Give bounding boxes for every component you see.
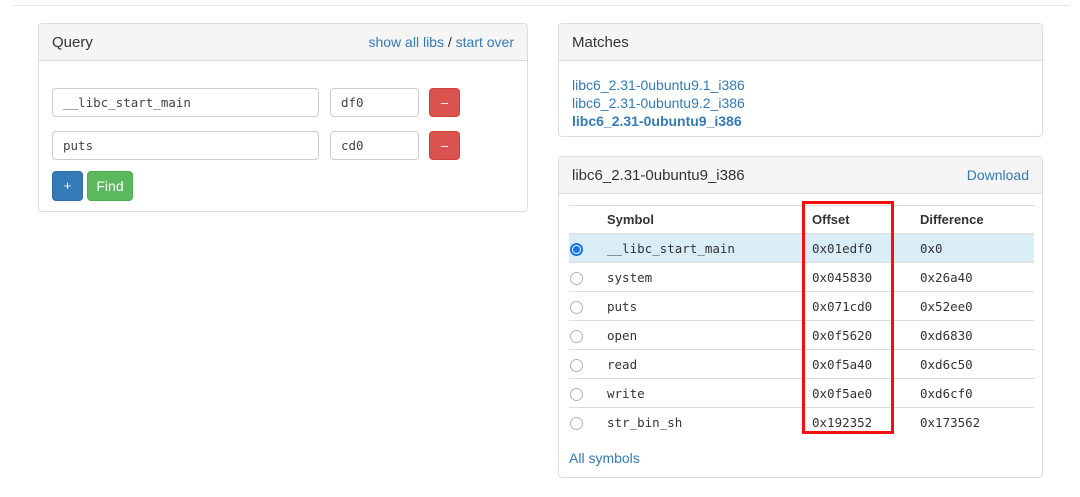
offset-cell: 0x0f5ae0 [804,378,912,408]
top-divider [13,5,1070,6]
symbol-name-input[interactable] [52,131,319,160]
show-all-libs-link[interactable]: show all libs [368,34,444,50]
all-symbols-link[interactable]: All symbols [569,449,640,466]
radio-column-header [569,205,599,234]
symbol-offset-input[interactable] [330,131,419,160]
difference-cell: 0xd6830 [912,320,1034,350]
radio-icon[interactable] [570,358,583,372]
library-detail-panel: libc6_2.31-0ubuntu9_i386 Download Symbol… [558,156,1043,478]
radio-icon[interactable] [570,329,583,343]
query-header-links: show all libs / start over [368,34,514,50]
table-row[interactable]: open 0x0f5620 0xd6830 [569,320,1034,350]
symbol-table-header-row: Symbol Offset Difference [569,205,1034,234]
table-row[interactable]: read 0x0f5a40 0xd6c50 [569,349,1034,379]
symbol-cell: __libc_start_main [599,233,804,263]
match-lib-link[interactable]: libc6_2.31-0ubuntu9.1_i386 [572,77,745,93]
offset-cell: 0x01edf0 [804,233,912,263]
start-over-link[interactable]: start over [455,34,514,50]
offset-cell: 0x0f5a40 [804,349,912,379]
radio-selected-icon[interactable] [570,242,583,256]
difference-cell: 0x0 [912,233,1034,263]
symbol-table-container: Symbol Offset Difference __libc_start_ma… [559,205,1042,468]
link-separator: / [447,34,452,50]
difference-cell: 0x52ee0 [912,291,1034,321]
add-row-button[interactable]: + [52,171,83,201]
matches-panel: Matches libc6_2.31-0ubuntu9.1_i386 libc6… [558,23,1043,137]
symbol-cell: puts [599,291,804,321]
symbol-name-input[interactable] [52,88,319,117]
table-row[interactable]: str_bin_sh 0x192352 0x173562 [569,407,1034,437]
library-detail-header: libc6_2.31-0ubuntu9_i386 Download [559,157,1042,194]
symbol-column-header: Symbol [599,205,804,234]
query-row: – [52,88,460,117]
symbol-cell: read [599,349,804,379]
matches-title: Matches [572,33,629,51]
offset-cell: 0x192352 [804,407,912,437]
symbol-cell: system [599,262,804,292]
table-row[interactable]: system 0x045830 0x26a40 [569,262,1034,292]
find-button[interactable]: Find [87,171,133,201]
remove-row-button[interactable]: – [429,131,460,160]
radio-icon[interactable] [570,387,583,401]
offset-cell: 0x0f5620 [804,320,912,350]
difference-cell: 0xd6c50 [912,349,1034,379]
symbol-cell: str_bin_sh [599,407,804,437]
difference-column-header: Difference [912,205,1034,234]
download-link[interactable]: Download [966,167,1029,183]
offset-column-header: Offset [804,205,912,234]
radio-icon[interactable] [570,300,583,314]
match-lib-link-selected[interactable]: libc6_2.31-0ubuntu9_i386 [572,113,742,129]
table-row[interactable]: puts 0x071cd0 0x52ee0 [569,291,1034,321]
difference-cell: 0x173562 [912,407,1034,437]
query-title: Query [52,33,93,51]
query-panel: Query show all libs / start over – – + F… [38,23,528,212]
query-row: – [52,131,460,160]
table-row[interactable]: write 0x0f5ae0 0xd6cf0 [569,378,1034,408]
table-row[interactable]: __libc_start_main 0x01edf0 0x0 [569,233,1034,263]
symbol-offset-input[interactable] [330,88,419,117]
difference-cell: 0xd6cf0 [912,378,1034,408]
query-actions: + Find [52,171,133,201]
symbol-cell: open [599,320,804,350]
match-lib-link[interactable]: libc6_2.31-0ubuntu9.2_i386 [572,95,745,111]
offset-cell: 0x045830 [804,262,912,292]
library-name: libc6_2.31-0ubuntu9_i386 [572,166,745,184]
matches-list: libc6_2.31-0ubuntu9.1_i386 libc6_2.31-0u… [559,61,1042,130]
offset-cell: 0x071cd0 [804,291,912,321]
symbol-table: Symbol Offset Difference __libc_start_ma… [569,205,1034,437]
symbol-cell: write [599,378,804,408]
matches-panel-header: Matches [559,24,1042,61]
radio-icon[interactable] [570,416,583,430]
remove-row-button[interactable]: – [429,88,460,117]
radio-icon[interactable] [570,271,583,285]
difference-cell: 0x26a40 [912,262,1034,292]
query-panel-header: Query show all libs / start over [39,24,527,61]
